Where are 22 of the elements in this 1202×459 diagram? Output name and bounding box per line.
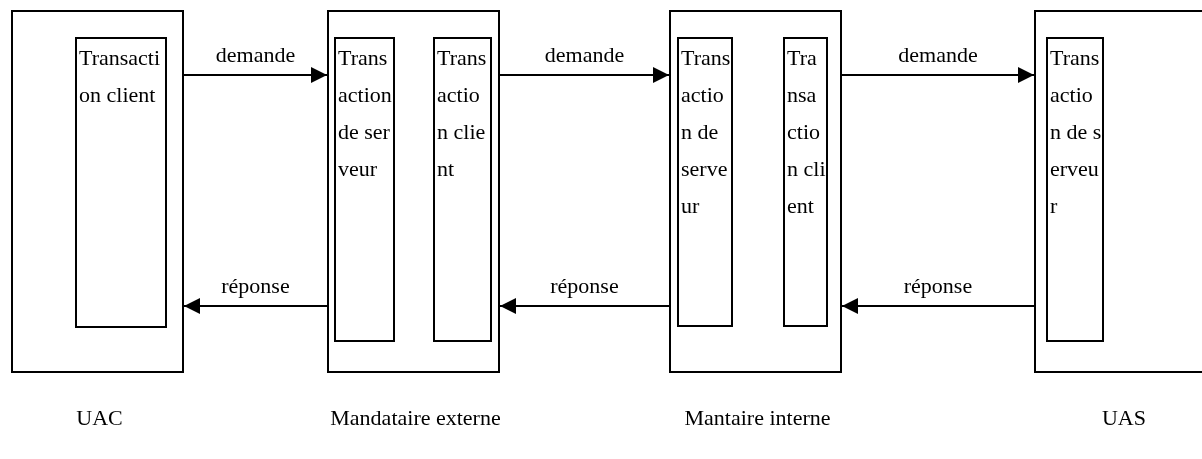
transaction-label: Transaction de serveur	[680, 44, 731, 220]
component-label: UAC	[75, 405, 124, 430]
arrow	[841, 67, 1035, 83]
arrow	[183, 298, 328, 314]
arrow	[183, 67, 328, 83]
component-label: Mandataire externe	[329, 405, 502, 430]
arrow	[841, 298, 1035, 314]
arrow	[499, 298, 670, 314]
arrow	[499, 67, 670, 83]
component-label: UAS	[1101, 405, 1147, 430]
transaction-label: Transaction de serveur	[1049, 44, 1102, 220]
component-label: Mantaire interne	[683, 405, 832, 430]
transaction-label: Transaction client	[436, 44, 488, 183]
transaction-box	[677, 37, 733, 327]
transaction-label: Transaction client	[78, 44, 162, 109]
transaction-box	[1046, 37, 1104, 342]
transaction-box	[783, 37, 828, 327]
transaction-box	[334, 37, 395, 342]
transaction-label: Transaction client	[786, 44, 826, 220]
transaction-box	[433, 37, 492, 342]
transaction-label: Transaction de serveur	[337, 44, 393, 183]
transaction-box	[75, 37, 167, 328]
